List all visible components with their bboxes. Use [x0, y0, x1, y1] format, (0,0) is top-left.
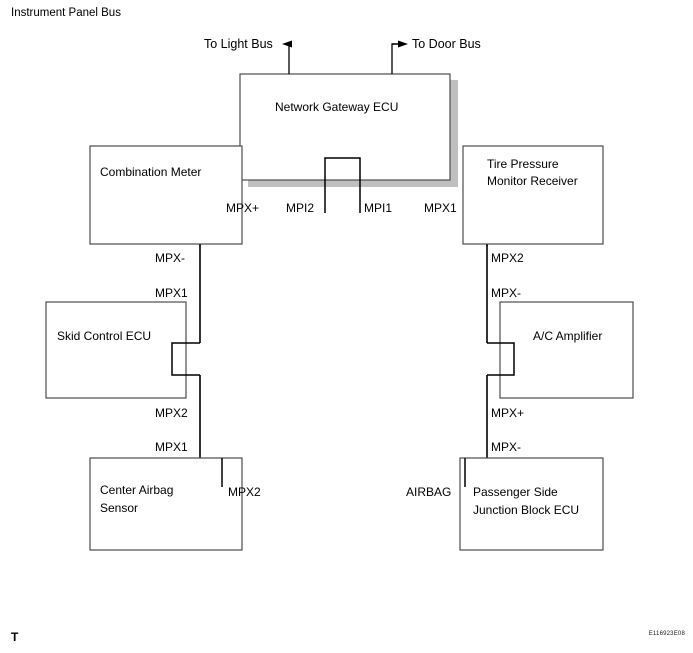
ac-amplifier-connector	[487, 342, 515, 376]
pin-label-mpx-plus-gateway: MPX+	[226, 201, 260, 215]
tire-pressure-monitor-receiver-box	[462, 145, 604, 245]
node-label-skid-control-ecu: Skid Control ECU	[57, 329, 152, 343]
pin-label-mpx-plus-ac-amplifier: MPX+	[491, 406, 525, 420]
pin-label-mpx-minus-combination-meter: MPX-	[155, 251, 185, 265]
bus-wiring	[199, 212, 488, 488]
node-label-network-gateway-ecu: Network Gateway ECU	[275, 100, 399, 114]
node-label-tire-pressure-monitor-receiver-line1: Tire Pressure	[487, 157, 559, 171]
pin-label-mpx2-tire-pressure: MPX2	[491, 251, 524, 265]
pin-label-mpi1-gateway: MPI1	[364, 201, 393, 215]
ac-amplifier-box	[499, 301, 634, 399]
node-label-tire-pressure-monitor-receiver-line2: Monitor Receiver	[487, 174, 578, 188]
center-airbag-sensor-box	[89, 457, 243, 551]
pin-label-mpx-minus-ac-amplifier: MPX-	[491, 286, 521, 300]
figure-code: E116923E08	[648, 631, 685, 637]
network-gateway-ecu-shadow	[248, 80, 458, 187]
corner-mark: T	[11, 630, 19, 644]
to-door-bus-arrow-icon	[392, 40, 408, 48]
pin-label-mpx1-skid-control: MPX1	[155, 286, 188, 300]
node-label-center-airbag-sensor-line2: Sensor	[100, 501, 139, 515]
skid-control-ecu-box	[45, 301, 187, 399]
pin-label-mpx1-center-airbag: MPX1	[155, 440, 188, 454]
pin-label-mpx2-center-airbag: MPX2	[228, 485, 261, 499]
page-title: Instrument Panel Bus	[11, 7, 121, 19]
network-gateway-ecu-box	[239, 73, 451, 181]
bus-reference-to-door-bus: To Door Bus	[412, 37, 481, 51]
node-label-combination-meter: Combination Meter	[100, 165, 202, 179]
pin-label-mpx2-skid-control: MPX2	[155, 406, 188, 420]
to-light-bus-arrow-icon	[282, 40, 292, 48]
pin-label-mpx-minus-junction-block: MPX-	[491, 440, 521, 454]
node-label-passenger-side-junction-block-ecu-line1: Passenger Side	[473, 485, 558, 499]
node-label-passenger-side-junction-block-ecu-line2: Junction Block ECU	[473, 503, 580, 517]
node-label-center-airbag-sensor-line1: Center Airbag	[100, 483, 174, 497]
bus-reference-to-light-bus: To Light Bus	[204, 37, 273, 51]
pin-label-mpx1-gateway: MPX1	[424, 201, 457, 215]
node-label-ac-amplifier: A/C Amplifier	[533, 329, 603, 343]
gateway-top-feeders	[286, 43, 398, 74]
passenger-side-junction-block-ecu-box	[459, 457, 604, 551]
skid-control-ecu-connector	[171, 342, 200, 376]
pin-label-mpi2-gateway: MPI2	[286, 201, 315, 215]
combination-meter-box	[89, 145, 243, 245]
pin-label-airbag-junction-block: AIRBAG	[406, 485, 452, 499]
